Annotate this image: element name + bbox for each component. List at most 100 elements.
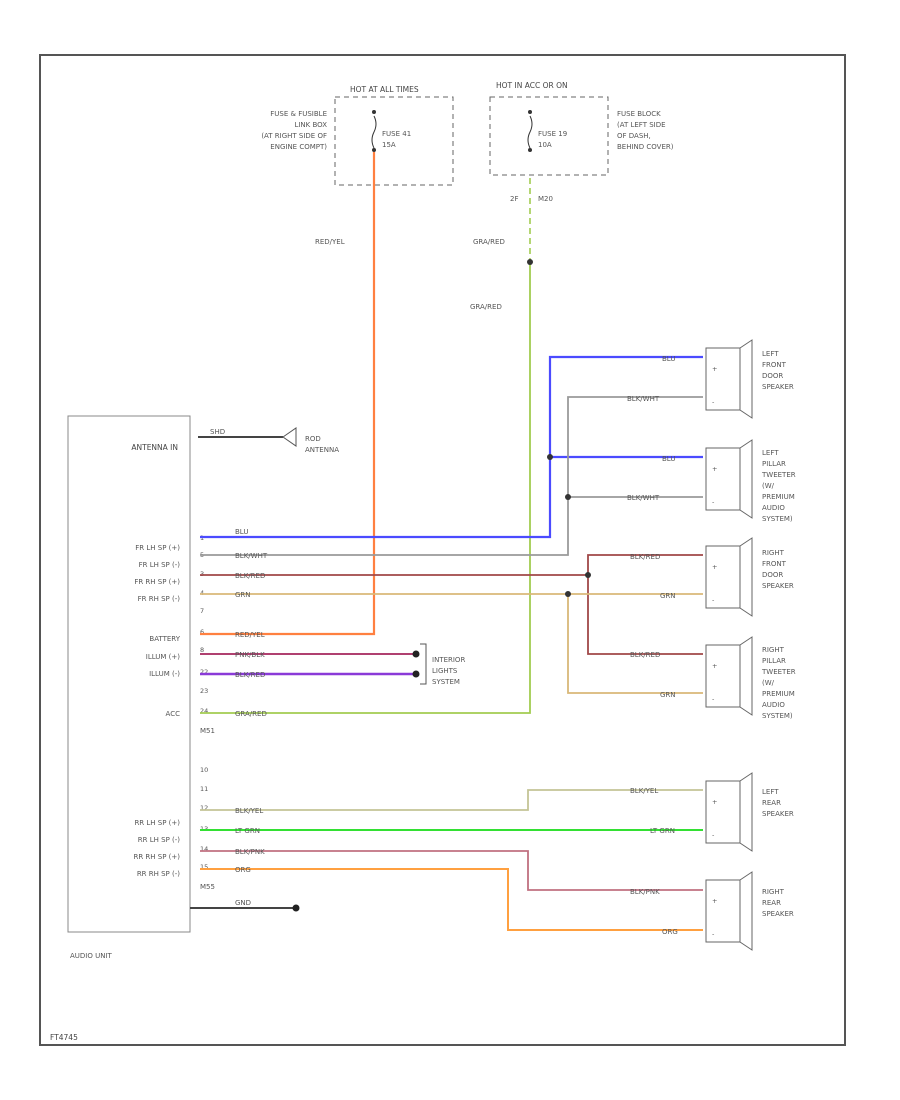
svg-text:GRN: GRN [660, 592, 676, 600]
svg-text:3: 3 [200, 570, 204, 578]
svg-text:BLK/WHT: BLK/WHT [627, 395, 660, 403]
svg-text:SPEAKER: SPEAKER [762, 910, 794, 918]
svg-text:-: - [712, 930, 715, 938]
svg-text:ORG: ORG [235, 866, 251, 874]
wire-grn: GRN GRN GRN [200, 591, 703, 699]
svg-text:DOOR: DOOR [762, 372, 783, 380]
svg-text:RR RH SP (+): RR RH SP (+) [133, 853, 180, 861]
svg-text:INTERIOR: INTERIOR [432, 656, 465, 664]
svg-text:GND: GND [235, 899, 251, 907]
svg-text:AUDIO: AUDIO [762, 701, 785, 709]
svg-text:BLU: BLU [235, 528, 248, 536]
svg-text:ACC: ACC [166, 710, 181, 718]
svg-text:M51: M51 [200, 727, 215, 735]
speaker-left-pillar-tweeter: + - LEFT PILLAR TWEETER (W/ PREMIUM AUDI… [705, 439, 796, 523]
svg-text:ORG: ORG [662, 928, 678, 936]
wire-gra-red: GRA/RED GRA/RED GRA/RED [200, 178, 533, 718]
svg-text:+: + [712, 465, 717, 473]
svg-text:SYSTEM: SYSTEM [432, 678, 460, 686]
svg-text:REAR: REAR [762, 899, 781, 907]
svg-text:RED/YEL: RED/YEL [315, 238, 345, 246]
svg-text:BLK/WHT: BLK/WHT [235, 552, 268, 560]
svg-text:REAR: REAR [762, 799, 781, 807]
fuse-left-hot-label: HOT AT ALL TIMES [350, 85, 419, 94]
svg-text:+: + [712, 365, 717, 373]
wire-blk-wht: BLK/WHT BLK/WHT BLK/WHT [200, 395, 703, 560]
svg-text:GRA/RED: GRA/RED [470, 303, 502, 311]
wire-blk-pnk: BLK/PNK BLK/PNK [200, 848, 703, 896]
svg-text:SHD: SHD [210, 428, 225, 436]
svg-text:RR RH SP (-): RR RH SP (-) [137, 870, 180, 878]
wire-illum: PNK/BLK BLK/RED INTERIOR LIGHTS SYSTEM [200, 643, 465, 686]
speaker-right-pillar-tweeter: + - RIGHT PILLAR TWEETER (W/ PREMIUM AUD… [705, 636, 796, 720]
fuse-41-label: FUSE 41 [382, 130, 411, 138]
fuse-19-label: FUSE 19 [538, 130, 567, 138]
svg-text:LT GRN: LT GRN [650, 827, 675, 835]
svg-text:BLK/RED: BLK/RED [235, 671, 265, 679]
svg-text:M20: M20 [538, 195, 553, 203]
svg-text:6: 6 [200, 628, 204, 636]
svg-text:SPEAKER: SPEAKER [762, 810, 794, 818]
svg-text:M55: M55 [200, 883, 215, 891]
svg-text:GRA/RED: GRA/RED [473, 238, 505, 246]
svg-text:LEFT: LEFT [762, 788, 779, 796]
svg-text:7: 7 [200, 607, 204, 615]
svg-text:ANTENNA: ANTENNA [305, 446, 339, 454]
svg-text:+: + [712, 798, 717, 806]
svg-text:BLK/PNK: BLK/PNK [235, 848, 265, 856]
svg-text:BLK/YEL: BLK/YEL [630, 787, 658, 795]
svg-text:RIGHT: RIGHT [762, 888, 785, 896]
svg-text:ILLUM (-): ILLUM (-) [149, 670, 180, 678]
svg-text:BLK/WHT: BLK/WHT [627, 494, 660, 502]
diagram-id: FT4745 [50, 1033, 78, 1042]
rod-antenna: SHD ROD ANTENNA [198, 427, 339, 454]
svg-text:FUSE BLOCK: FUSE BLOCK [617, 110, 661, 118]
wire-red-yel: RED/YEL RED/YEL [200, 152, 376, 639]
svg-text:BLK/RED: BLK/RED [630, 553, 660, 561]
audio-unit: AUDIO UNIT ANTENNA IN FR LH SP (+) FR LH… [67, 415, 215, 960]
svg-text:RED/YEL: RED/YEL [235, 631, 265, 639]
svg-text:TWEETER: TWEETER [761, 668, 796, 676]
svg-text:PILLAR: PILLAR [762, 460, 786, 468]
svg-text:FR RH SP (-): FR RH SP (-) [138, 595, 181, 603]
svg-text:ILLUM (+): ILLUM (+) [146, 653, 181, 661]
svg-text:+: + [712, 897, 717, 905]
svg-text:SPEAKER: SPEAKER [762, 383, 794, 391]
svg-text:FUSE & FUSIBLE: FUSE & FUSIBLE [270, 110, 327, 118]
svg-text:GRA/RED: GRA/RED [235, 710, 267, 718]
svg-text:OF DASH,: OF DASH, [617, 132, 651, 140]
speaker-left-rear: + - LEFT REAR SPEAKER [705, 772, 794, 852]
svg-text:DOOR: DOOR [762, 571, 783, 579]
svg-text:FR RH SP (+): FR RH SP (+) [134, 578, 180, 586]
svg-text:GRN: GRN [660, 691, 676, 699]
wire-blk-yel: BLK/YEL BLK/YEL [200, 787, 703, 815]
svg-text:TWEETER: TWEETER [761, 471, 796, 479]
svg-text:FRONT: FRONT [762, 361, 787, 369]
speaker-right-rear: + - RIGHT REAR SPEAKER [705, 871, 794, 951]
svg-text:BLU: BLU [662, 455, 675, 463]
svg-text:+: + [712, 662, 717, 670]
svg-text:PREMIUM: PREMIUM [762, 690, 795, 698]
svg-text:SYSTEM): SYSTEM) [762, 515, 793, 523]
fuse-box-right: HOT IN ACC OR ON FUSE BLOCK (AT LEFT SID… [489, 81, 674, 203]
svg-text:RIGHT: RIGHT [762, 646, 785, 654]
svg-text:-: - [712, 596, 715, 604]
svg-text:4: 4 [200, 589, 204, 597]
svg-text:PNK/BLK: PNK/BLK [235, 651, 265, 659]
svg-text:BLK/YEL: BLK/YEL [235, 807, 263, 815]
svg-text:SYSTEM): SYSTEM) [762, 712, 793, 720]
svg-text:(W/: (W/ [762, 482, 775, 490]
svg-text:BATTERY: BATTERY [149, 635, 180, 643]
svg-text:-: - [712, 695, 715, 703]
svg-text:(AT LEFT SIDE: (AT LEFT SIDE [617, 121, 666, 129]
svg-text:ROD: ROD [305, 435, 321, 443]
svg-text:8: 8 [200, 646, 204, 654]
svg-text:PREMIUM: PREMIUM [762, 493, 795, 501]
svg-text:24: 24 [200, 707, 208, 715]
svg-text:LT GRN: LT GRN [235, 827, 260, 835]
svg-text:-: - [712, 398, 715, 406]
wire-blu: BLU BLU BLU [200, 355, 703, 539]
svg-text:BLK/PNK: BLK/PNK [630, 888, 660, 896]
fuse-right-hot-label: HOT IN ACC OR ON [496, 81, 568, 90]
